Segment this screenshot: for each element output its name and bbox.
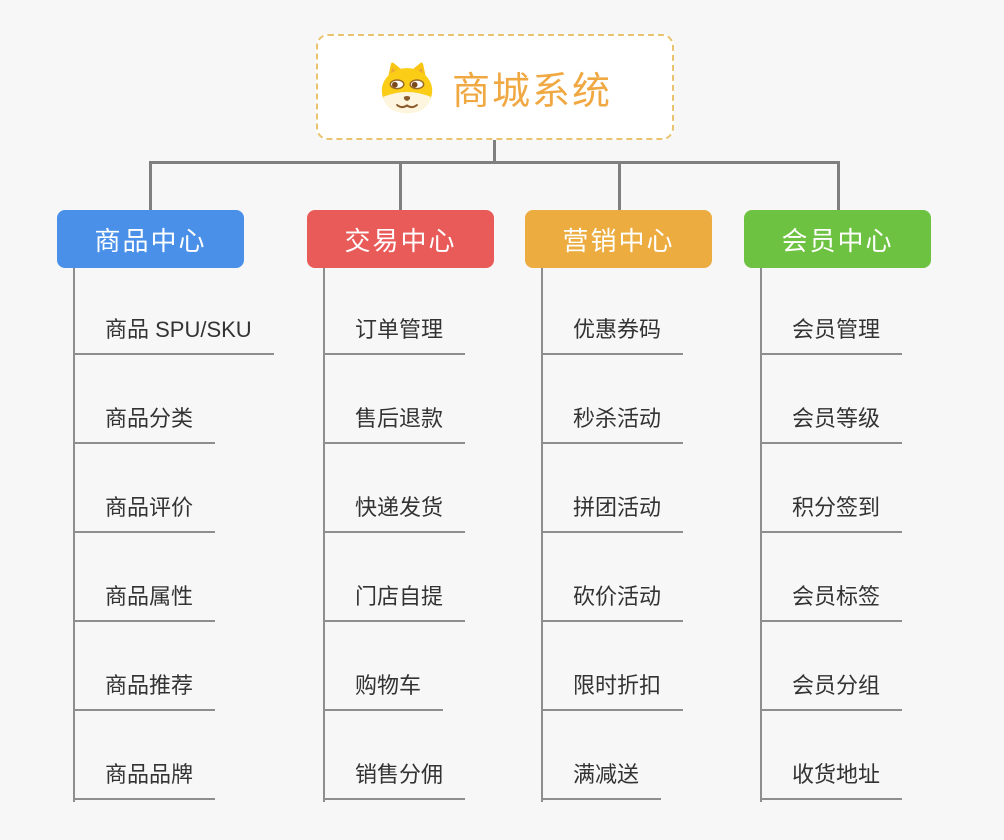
leaf-node[interactable]: 商品分类 xyxy=(73,401,216,444)
connector-root-stem xyxy=(493,140,496,163)
connector-drop-product xyxy=(149,161,152,210)
leaf-node[interactable]: 积分签到 xyxy=(760,490,903,533)
branch-line-product xyxy=(73,268,75,802)
leaf-node[interactable]: 拼团活动 xyxy=(541,490,684,533)
connector-drop-member xyxy=(837,161,840,210)
leaf-node[interactable]: 会员标签 xyxy=(760,579,903,622)
leaf-node[interactable]: 砍价活动 xyxy=(541,579,684,622)
leaf-node[interactable]: 收货地址 xyxy=(760,757,903,800)
leaf-node[interactable]: 优惠券码 xyxy=(541,312,684,355)
leaf-node[interactable]: 满减送 xyxy=(541,757,662,800)
leaf-node[interactable]: 商品 SPU/SKU xyxy=(73,312,274,355)
branch-header-member[interactable]: 会员中心 xyxy=(744,210,931,268)
branch-column-marketing: 营销中心 优惠券码 秒杀活动 拼团活动 砍价活动 限时折扣 满减送 xyxy=(525,210,775,802)
leaf-node[interactable]: 快递发货 xyxy=(323,490,466,533)
branch-column-trade: 交易中心 订单管理 售后退款 快递发货 门店自提 购物车 销售分佣 xyxy=(307,210,557,802)
leaf-node[interactable]: 商品推荐 xyxy=(73,668,216,711)
leaf-node[interactable]: 商品评价 xyxy=(73,490,216,533)
branch-header-trade[interactable]: 交易中心 xyxy=(307,210,494,268)
branch-line-trade xyxy=(323,268,325,802)
branch-line-marketing xyxy=(541,268,543,802)
branch-column-product: 商品中心 商品 SPU/SKU 商品分类 商品评价 商品属性 商品推荐 商品品牌 xyxy=(57,210,307,802)
leaf-node[interactable]: 销售分佣 xyxy=(323,757,466,800)
branch-header-marketing[interactable]: 营销中心 xyxy=(525,210,712,268)
leaf-node[interactable]: 会员等级 xyxy=(760,401,903,444)
leaf-node[interactable]: 会员分组 xyxy=(760,668,903,711)
doge-icon xyxy=(381,62,433,114)
connector-drop-marketing xyxy=(618,161,621,210)
leaf-node[interactable]: 订单管理 xyxy=(323,312,466,355)
leaf-node[interactable]: 购物车 xyxy=(323,668,444,711)
connector-drop-trade xyxy=(399,161,402,210)
leaf-node[interactable]: 限时折扣 xyxy=(541,668,684,711)
leaf-node[interactable]: 售后退款 xyxy=(323,401,466,444)
leaf-node[interactable]: 门店自提 xyxy=(323,579,466,622)
leaf-node[interactable]: 商品品牌 xyxy=(73,757,216,800)
connector-bus xyxy=(149,161,839,164)
root-node[interactable]: 商城系统 xyxy=(316,34,674,140)
leaf-node[interactable]: 会员管理 xyxy=(760,312,903,355)
branch-line-member xyxy=(760,268,762,802)
root-title: 商城系统 xyxy=(451,70,612,113)
branch-column-member: 会员中心 会员管理 会员等级 积分签到 会员标签 会员分组 收货地址 xyxy=(744,210,994,802)
leaf-node[interactable]: 商品属性 xyxy=(73,579,216,622)
branch-header-product[interactable]: 商品中心 xyxy=(57,210,244,268)
leaf-node[interactable]: 秒杀活动 xyxy=(541,401,684,444)
